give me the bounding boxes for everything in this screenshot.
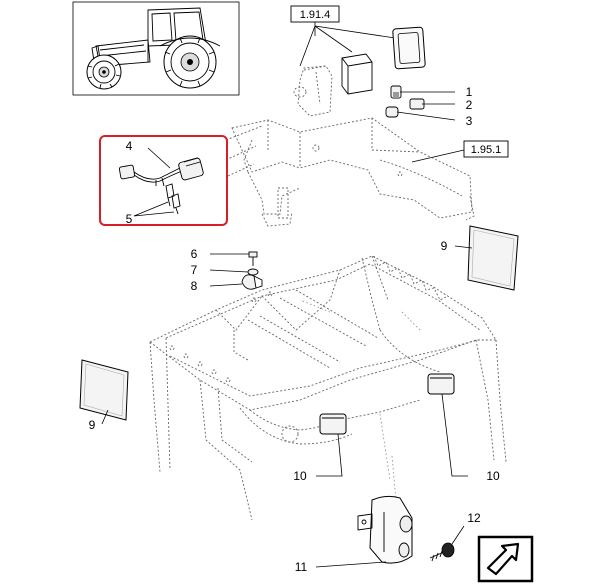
washer-part-7 — [247, 268, 259, 276]
connector-part-2 — [409, 98, 425, 110]
callout-10-right[interactable]: 10 — [486, 469, 500, 483]
callout-2[interactable]: 2 — [466, 98, 473, 112]
reference-label: 1.95.1 — [471, 144, 502, 156]
callout-1[interactable]: 1 — [466, 85, 473, 99]
screw-part-12 — [429, 542, 455, 562]
callout-9-left[interactable]: 9 — [89, 418, 96, 432]
callout-9-right[interactable]: 9 — [441, 239, 448, 253]
lamp-part-10-right — [427, 373, 455, 395]
callout-5[interactable]: 5 — [126, 212, 133, 226]
callout-10-left[interactable]: 10 — [293, 469, 307, 483]
callout-8[interactable]: 8 — [191, 279, 198, 293]
clip-part-8 — [241, 274, 263, 290]
upper-cab-frame-phantom — [231, 117, 475, 227]
callout-3[interactable]: 3 — [466, 114, 473, 128]
reference-box-1-95-1[interactable]: 1.95.1 — [463, 140, 509, 158]
wiring-harness — [118, 157, 204, 187]
callout-4[interactable]: 4 — [126, 139, 133, 153]
tractor-thumbnail-icon — [72, 1, 240, 96]
highlight-box — [99, 135, 228, 226]
callout-11[interactable]: 11 — [295, 560, 308, 574]
decal-part-9-left — [79, 359, 129, 421]
work-light-assembly — [293, 26, 426, 117]
bulb-part-3 — [385, 106, 399, 118]
callout-12[interactable]: 12 — [467, 511, 481, 525]
callout-6[interactable]: 6 — [191, 247, 198, 261]
callout-7[interactable]: 7 — [191, 263, 198, 277]
reference-label: 1.91.4 — [300, 9, 331, 21]
decal-part-9-right — [467, 225, 519, 291]
screw-part-5 — [165, 183, 181, 215]
bulb-part-1 — [390, 85, 402, 99]
next-page-arrow-icon[interactable] — [477, 535, 534, 583]
reference-box-1-91-4[interactable]: 1.91.4 — [290, 5, 340, 23]
lamp-part-10-left — [319, 413, 347, 435]
bolt-part-6 — [248, 251, 258, 266]
interior-light-part-11 — [357, 495, 413, 564]
